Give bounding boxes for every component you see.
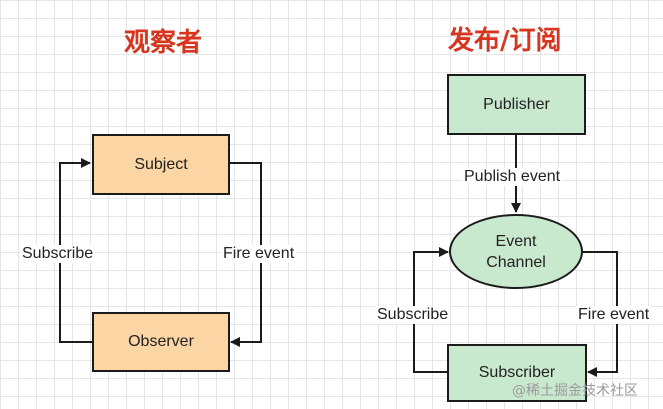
fire-event-label-left: Fire event [221, 245, 297, 263]
observer-pattern-title: 观察者 [124, 28, 203, 58]
subscriber-label: Subscriber [478, 364, 556, 381]
observer-label: Observer [128, 333, 194, 350]
subscriber-box: Subscriber [447, 344, 587, 402]
subject-label: Subject [134, 155, 188, 173]
event-channel-line2: Channel [486, 253, 546, 271]
event-channel-line1: Event [495, 232, 537, 250]
subscribe-label-right: Subscribe [375, 306, 451, 324]
watermark-text: @稀土掘金技术社区 [512, 383, 638, 399]
subject-box: Subject [92, 134, 230, 195]
pubsub-pattern-title: 发布/订阅 [448, 26, 562, 56]
observer-box: Observer [92, 312, 230, 372]
event-channel-ellipse: Event Channel [449, 214, 583, 289]
publisher-label: Publisher [483, 95, 550, 113]
subscribe-label-left: Subscribe [20, 245, 96, 263]
publish-event-label: Publish event [462, 168, 563, 186]
publisher-box: Publisher [447, 74, 586, 135]
fire-event-label-right: Fire event [576, 306, 652, 324]
